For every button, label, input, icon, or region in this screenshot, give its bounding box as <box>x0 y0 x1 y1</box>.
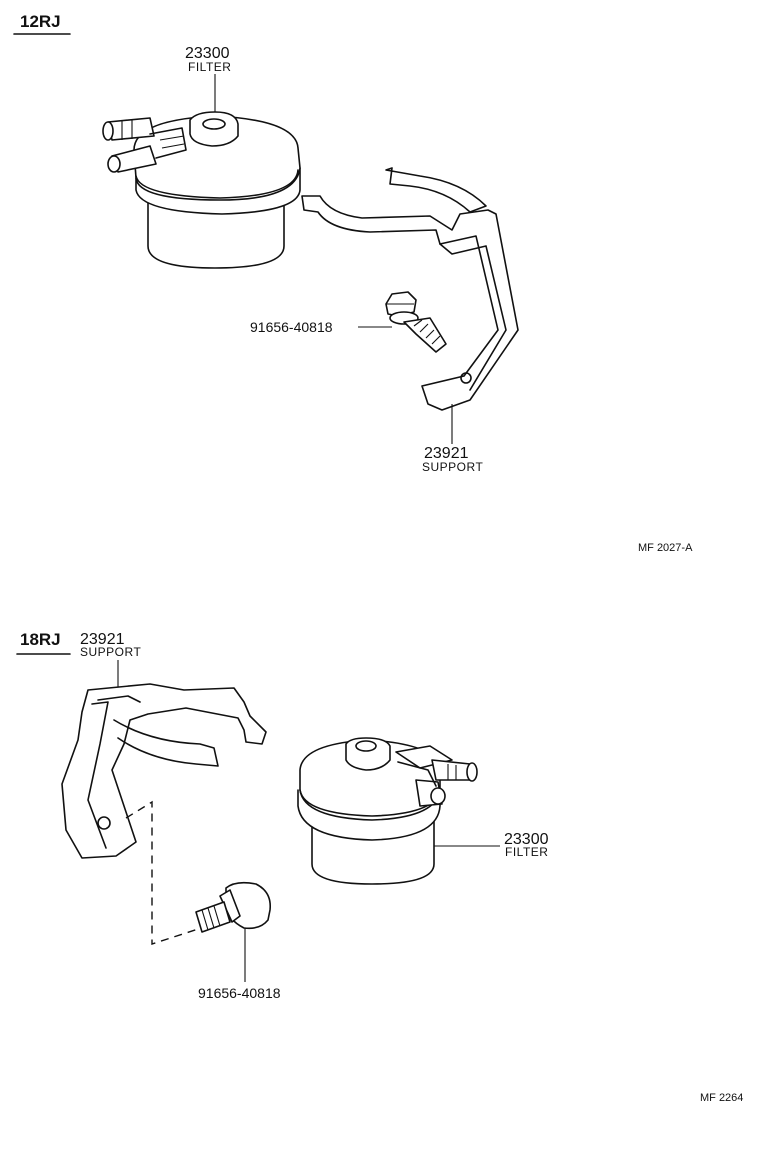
filter-part-number: 23300 <box>504 831 549 848</box>
filter-part-number: 23300 <box>185 45 230 62</box>
engine-label: 18RJ <box>20 630 61 649</box>
filter-name: FILTER <box>188 60 231 74</box>
bolt-part-number: 91656-40818 <box>198 985 281 1001</box>
diagram-code: MF 2264 <box>700 1092 743 1104</box>
support-bracket-drawing <box>61 683 267 859</box>
engine-label: 12RJ <box>20 12 61 31</box>
support-part-number: 23921 <box>80 631 125 648</box>
bolt-drawing <box>385 291 447 353</box>
assembly-dashed-line <box>125 800 227 945</box>
filter-name: FILTER <box>505 845 548 859</box>
support-name: SUPPORT <box>80 645 141 659</box>
support-part-number: 23921 <box>424 445 469 462</box>
diagram-code: MF 2027-A <box>638 542 693 554</box>
fuel-filter-drawing <box>102 111 301 269</box>
support-name: SUPPORT <box>422 460 483 474</box>
bolt-drawing <box>195 881 272 933</box>
section-18rj: 18RJ 23921 SUPPORT 91656-40818 <box>16 630 743 1104</box>
section-12rj: 12RJ 23300 FILTER <box>13 12 693 554</box>
bolt-part-number: 91656-40818 <box>250 319 333 335</box>
support-bracket-drawing <box>301 167 519 411</box>
fuel-filter-drawing <box>297 737 478 885</box>
